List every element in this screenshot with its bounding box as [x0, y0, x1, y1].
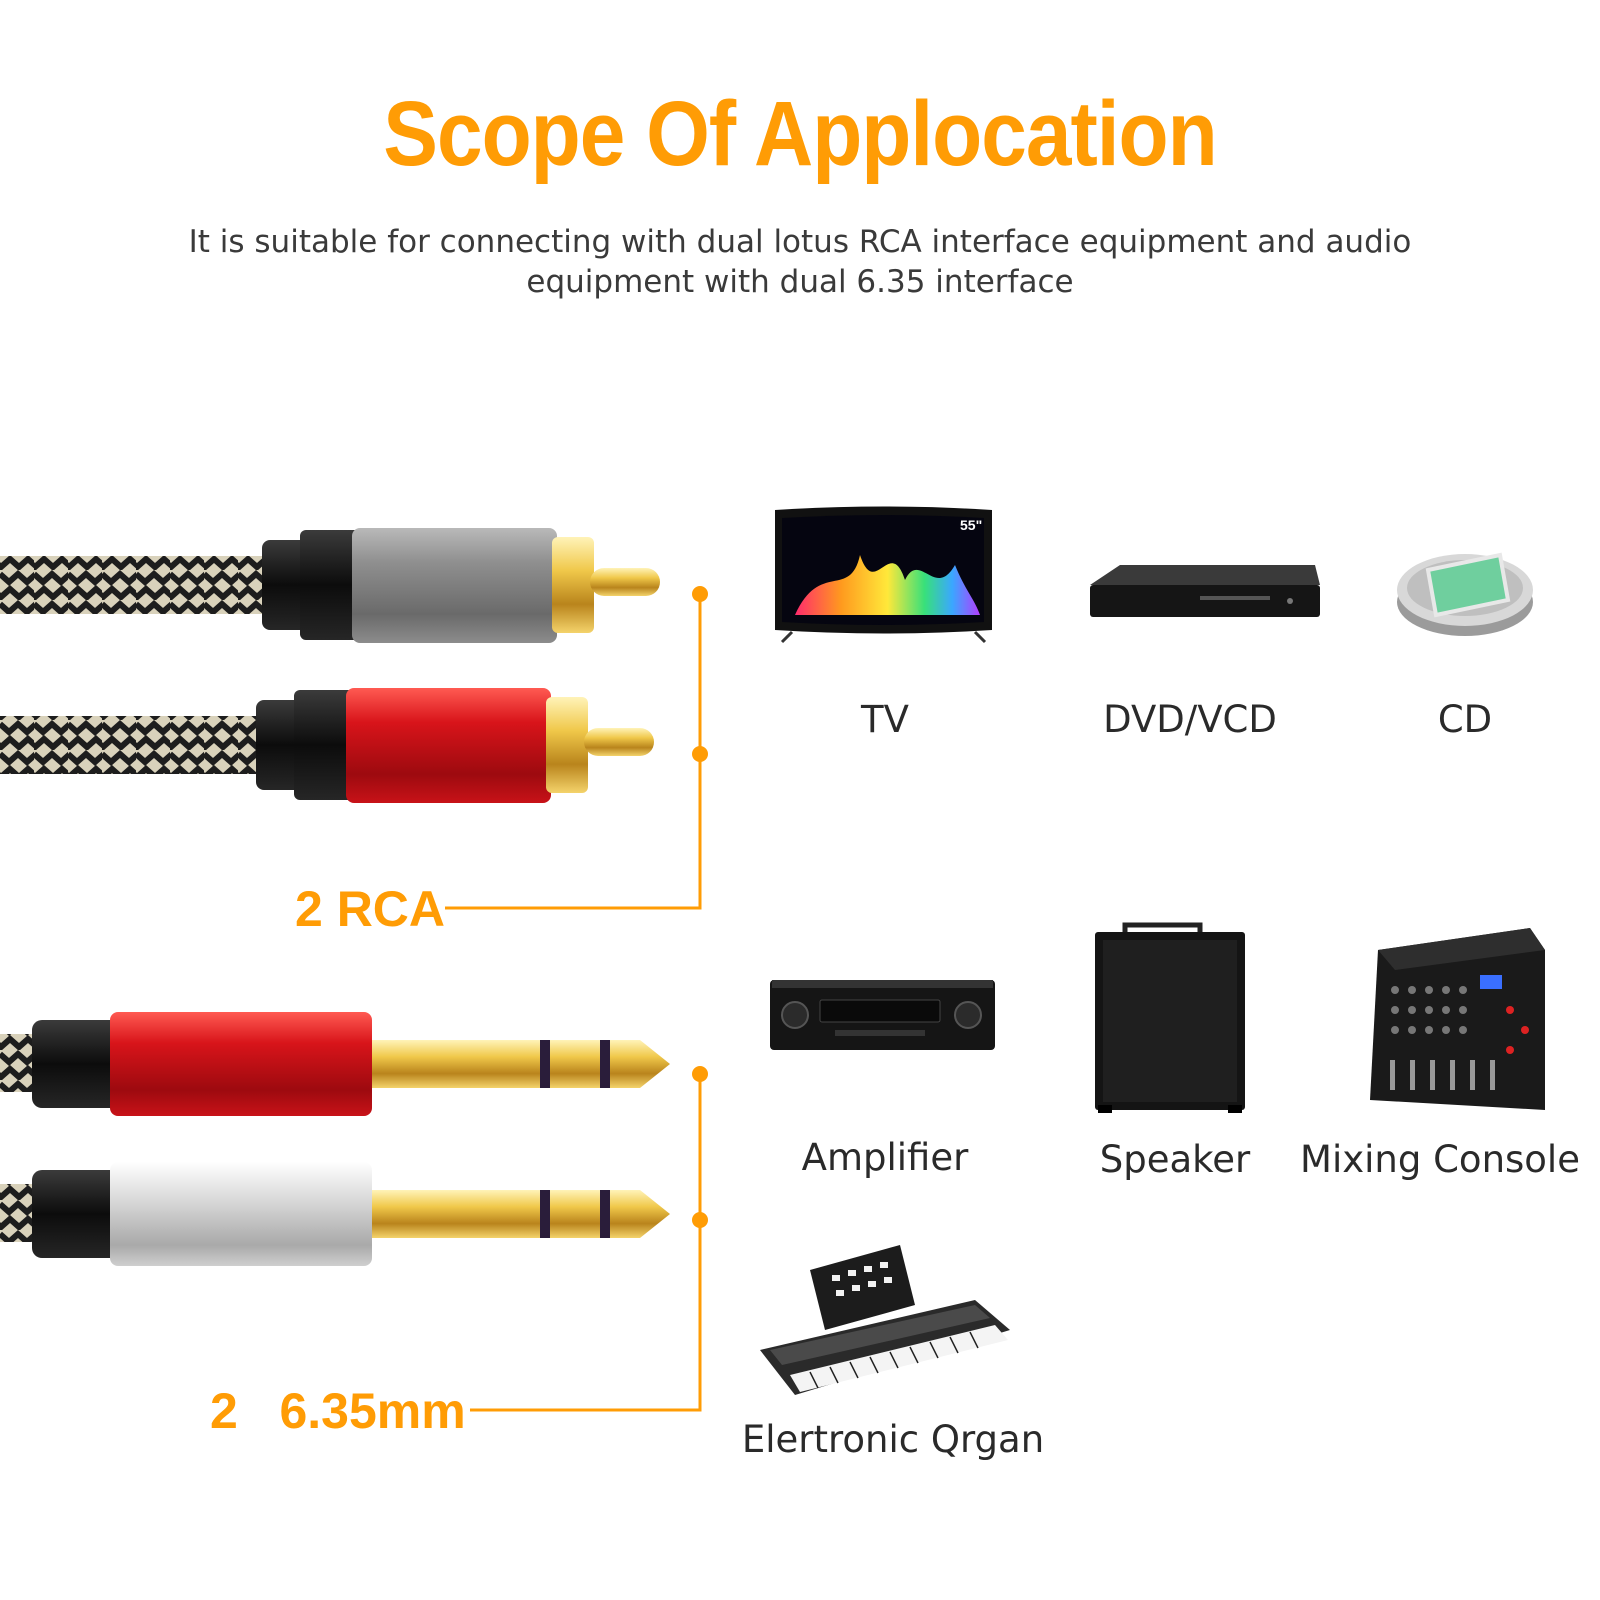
- jack-plug-red: [0, 1012, 670, 1116]
- organ-label: Elertronic Qrgan: [742, 1418, 1044, 1461]
- bracket-dot: [692, 1212, 708, 1228]
- amplifier-label: Amplifier: [802, 1136, 969, 1179]
- cd-player-icon: [1397, 552, 1533, 636]
- gold-sleeve: [372, 1190, 622, 1238]
- page-subtitle: It is suitable for connecting with dual …: [188, 224, 1412, 300]
- gold-pin: [590, 568, 660, 596]
- page-title: Scope Of Applocation: [383, 83, 1217, 186]
- bracket-dot: [692, 1066, 708, 1082]
- plug-cap: [262, 540, 312, 630]
- plug-shell: [352, 528, 557, 643]
- plug-collar: [294, 690, 354, 800]
- plug-cap: [256, 700, 306, 790]
- plug-cap: [32, 1020, 122, 1108]
- rca-label: 2 RCA: [295, 881, 445, 937]
- gold-ring: [552, 537, 594, 633]
- tv-size-badge: 55": [960, 517, 982, 533]
- plug-shell: [110, 1012, 372, 1116]
- tv-label: TV: [860, 698, 909, 741]
- braided-cable: [0, 556, 268, 614]
- dvd-label: DVD/VCD: [1103, 698, 1277, 741]
- gold-tip: [622, 1190, 670, 1238]
- electronic-keyboard-icon: [760, 1245, 1010, 1395]
- plug-cap: [32, 1170, 122, 1258]
- gold-ring: [546, 697, 588, 793]
- speaker-icon: [1095, 922, 1245, 1113]
- bracket-dot: [692, 746, 708, 762]
- rca-plug-red: [0, 688, 654, 803]
- rca-plug-grey: [0, 528, 660, 643]
- rca-bracket: [445, 595, 702, 910]
- gold-tip: [622, 1040, 670, 1088]
- plug-collar: [300, 530, 360, 640]
- insulator-ring: [540, 1190, 550, 1238]
- insulator-ring: [600, 1190, 610, 1238]
- bracket-dot: [692, 586, 708, 602]
- speaker-label: Speaker: [1100, 1138, 1251, 1181]
- amplifier-icon: [770, 980, 995, 1050]
- cd-label: CD: [1438, 698, 1492, 741]
- jack-bracket: [470, 1075, 702, 1412]
- jack-plug-silver: [0, 1162, 670, 1266]
- jack-label: 2 6.35mm: [210, 1383, 466, 1439]
- plug-shell: [346, 688, 551, 803]
- tv-icon: 55": [775, 506, 992, 644]
- insulator-ring: [540, 1040, 550, 1088]
- plug-shell: [110, 1162, 372, 1266]
- gold-sleeve: [372, 1040, 622, 1088]
- insulator-ring: [600, 1040, 610, 1088]
- braided-cable: [0, 716, 262, 774]
- gold-pin: [584, 728, 654, 756]
- dvd-player-icon: [1090, 565, 1320, 617]
- mixing-console-icon: [1370, 928, 1545, 1110]
- mixer-label: Mixing Console: [1300, 1138, 1580, 1181]
